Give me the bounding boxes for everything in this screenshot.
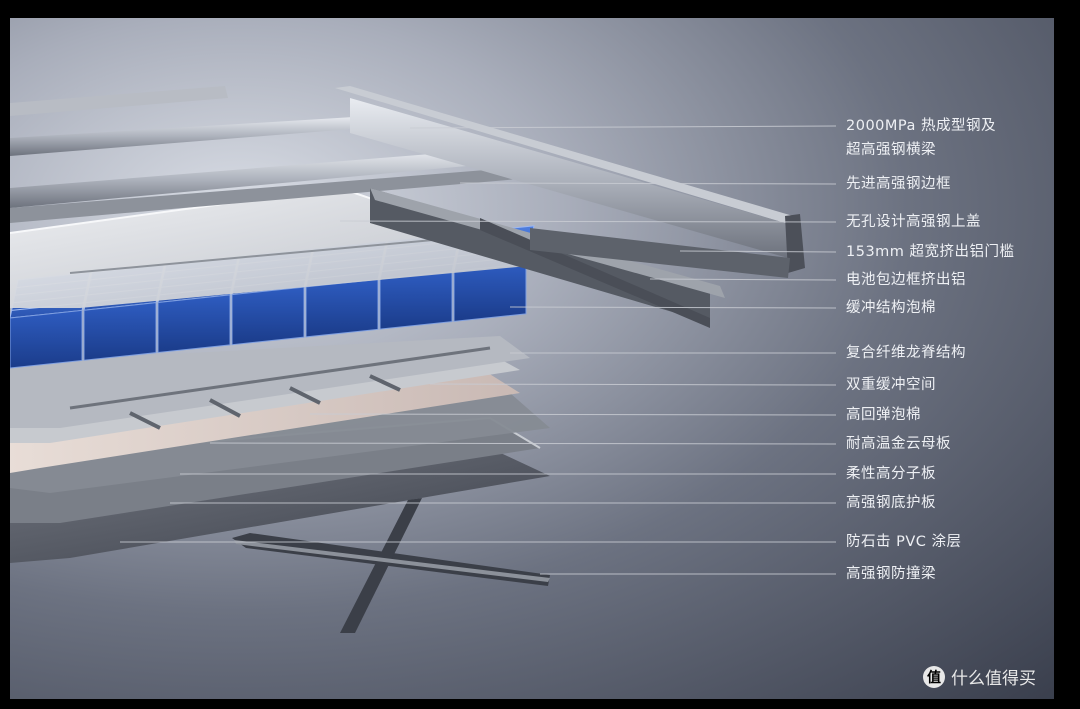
callout-label: 超高强钢横梁 [846,138,936,162]
battery-exploded-diagram: 2000MPa 热成型钢及超高强钢横梁先进高强钢边框无孔设计高强钢上盖 153mm… [10,18,1054,699]
leader-line [510,307,836,308]
watermark-logo-icon: 值 [923,666,945,688]
callout-label: 高回弹泡棉 [846,403,921,427]
cell-group-front [84,303,156,361]
cell-group-front [232,287,304,345]
cell-group-front [10,310,82,368]
callout-label: 2000MPa 热成型钢及 [846,114,996,138]
leader-line [460,183,836,184]
callout-label: 高强钢防撞梁 [846,562,936,586]
callout-label: 电池包边框挤出铝 [846,268,966,292]
callout-label: 防石击 PVC 涂层 [846,530,962,554]
cell-group-front [454,264,526,322]
watermark-text: 什么值得买 [951,664,1036,689]
cell-group-front [306,279,378,337]
callout-label: 双重缓冲空间 [846,373,936,397]
cell-group-front [380,272,452,330]
callout-label: 柔性高分子板 [846,462,936,486]
callout-label: 复合纤维龙脊结构 [846,341,966,365]
callout-label: 耐高温金云母板 [846,432,951,456]
callout-label: 无孔设计高强钢上盖 [846,210,981,234]
callout-label: 先进高强钢边框 [846,172,951,196]
cell-group-front [158,295,230,353]
callout-label: 缓冲结构泡棉 [846,296,936,320]
watermark: 值 什么值得买 [923,664,1036,689]
callout-label: 高强钢底护板 [846,491,936,515]
callout-label: 153mm 超宽挤出铝门槛 [846,240,1015,264]
